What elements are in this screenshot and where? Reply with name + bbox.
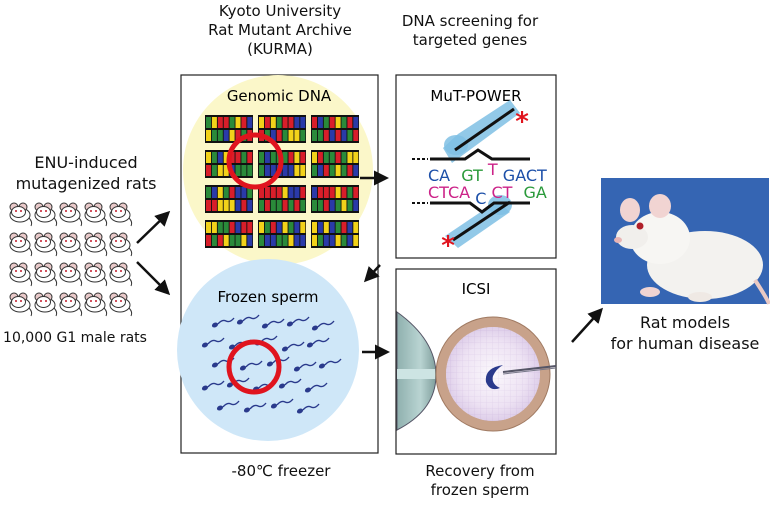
arrow-to-sperm [136, 261, 171, 296]
recovery-label: Recovery from frozen sperm [400, 462, 560, 500]
flow-arrows [136, 170, 604, 360]
svg-text:*: * [515, 107, 529, 137]
sperm-cell [281, 341, 305, 352]
left-line-2: mutagenized rats [15, 174, 157, 193]
rat-icon [84, 232, 108, 257]
sperm-cell [243, 402, 267, 413]
sperm-cell [239, 360, 263, 371]
rat-icon [109, 232, 133, 257]
sperm-cell [306, 337, 330, 348]
mutpower-label: MuT-POWER [430, 87, 521, 105]
rat-icon [109, 262, 133, 287]
rat-icon [59, 232, 83, 257]
rat-photo [601, 178, 770, 305]
archive-line-2: Rat Mutant Archive [208, 21, 352, 39]
sperm-cell [261, 318, 285, 329]
mutpower-illustration: * * CA GT T GACT CTCA C CT GA [412, 100, 547, 261]
sperm-cell [211, 317, 235, 328]
rat-icon [84, 292, 108, 317]
sperm-cell [216, 400, 240, 411]
rat-icon [109, 202, 133, 227]
sperm-cell [286, 316, 310, 327]
left-line-1: ENU-induced [34, 153, 138, 172]
arrow-to-result [571, 307, 604, 343]
frozen-sperm-background [177, 259, 359, 441]
selected-sperm-circle [226, 339, 282, 395]
sperm-cell [270, 398, 294, 409]
dna-plate [311, 150, 359, 178]
result-label: Rat models for human disease [600, 312, 770, 354]
rat-icon [84, 202, 108, 227]
svg-text:*: * [441, 231, 455, 261]
rat-icon [59, 202, 83, 227]
seq-bottom-3: CT [491, 183, 512, 202]
archive-title: Kyoto University Rat Mutant Archive (KUR… [180, 2, 380, 59]
rat-icon [59, 292, 83, 317]
seq-top-1: CA [428, 166, 450, 185]
recovery-line-1: Recovery from [425, 462, 535, 480]
rat-icon [34, 262, 58, 287]
arrow-to-genomic [136, 210, 171, 244]
recovery-line-2: frozen sperm [430, 481, 530, 499]
rat-icon [34, 292, 58, 317]
sperm-cell [311, 320, 335, 331]
sperm-cell [296, 403, 320, 414]
dna-plate [205, 185, 253, 213]
sperm-cell [304, 382, 328, 393]
screening-title: DNA screening for targeted genes [380, 12, 560, 50]
sperm-cell [236, 314, 260, 325]
dna-plate [311, 115, 359, 143]
sequence-bottom: CTCA C CT GA [428, 183, 547, 208]
sperm-cell [318, 358, 342, 369]
dna-plate [311, 185, 359, 213]
rat-icon [9, 262, 33, 287]
sperm-cell [201, 337, 225, 348]
dna-plate [205, 220, 253, 248]
rat-count-label: 10,000 G1 male rats [3, 330, 147, 346]
icsi-label: ICSI [462, 280, 491, 298]
rat-icon [34, 202, 58, 227]
left-title: ENU-induced mutagenized rats [0, 152, 172, 194]
seq-bottom-1: CTCA [428, 183, 470, 202]
sperm-field [201, 314, 342, 414]
dna-plate [258, 185, 306, 213]
dna-plate [311, 220, 359, 248]
frozen-sperm-label: Frozen sperm [217, 288, 318, 306]
freezer-label: -80℃ freezer [231, 462, 331, 480]
sperm-cell [201, 380, 225, 391]
genomic-dna-label: Genomic DNA [227, 87, 332, 105]
seq-top-3: T [487, 160, 498, 179]
dna-plate [258, 220, 306, 248]
seq-bottom-2: C [475, 189, 486, 208]
seq-bottom-4: GA [524, 183, 547, 202]
rat-icon [59, 262, 83, 287]
sperm-cell [278, 378, 302, 389]
sequence-top: CA GT T GACT [428, 160, 547, 185]
sperm-cell [293, 361, 317, 372]
rat-icon [109, 292, 133, 317]
screening-line-2: targeted genes [412, 31, 528, 49]
archive-line-3: (KURMA) [247, 40, 313, 58]
icsi-illustration [396, 311, 557, 432]
archive-line-1: Kyoto University [218, 2, 342, 20]
rat-icon [9, 232, 33, 257]
result-line-2: for human disease [610, 334, 760, 353]
arrow-to-sperm-from-screening [363, 264, 381, 283]
seq-top-4: GACT [503, 166, 547, 185]
rat-icon-grid [9, 202, 133, 317]
seq-top-2: GT [461, 166, 483, 185]
result-line-1: Rat models [639, 313, 731, 332]
rat-icon [9, 292, 33, 317]
screening-line-1: DNA screening for [401, 12, 539, 30]
rat-icon [9, 202, 33, 227]
sperm-cell [266, 356, 290, 367]
selected-dna-circle [226, 132, 284, 190]
rat-icon [84, 262, 108, 287]
rat-icon [34, 232, 58, 257]
